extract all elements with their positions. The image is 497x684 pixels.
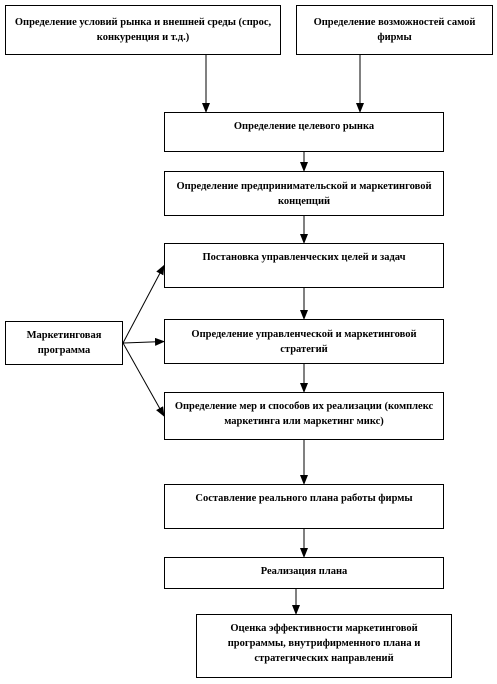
node-goals-tasks: Постановка управленческих целей и задач [164,243,444,288]
node-firm-capabilities-label: Определение возможностей самой фирмы [313,17,476,43]
node-implementation: Реализация плана [164,557,444,589]
node-evaluation-label: Оценка эффективности маркетинговой прогр… [227,623,421,664]
node-work-plan: Составление реального плана работы фирмы [164,484,444,529]
node-evaluation: Оценка эффективности маркетинговой прогр… [196,614,452,678]
node-strategies: Определение управленческой и маркетингов… [164,319,444,364]
node-target-market-label: Определение целевого рынка [233,121,375,132]
node-marketing-program-label: Маркетинговая программа [26,330,102,356]
node-business-concept: Определение предпринимательской и маркет… [164,171,444,216]
node-measures: Определение мер и способов их реализации… [164,392,444,440]
node-strategies-label: Определение управленческой и маркетингов… [191,328,417,355]
edge-marketing-program-to-strategies [122,337,165,346]
node-firm-capabilities: Определение возможностей самой фирмы [296,5,493,55]
node-goals-tasks-label: Постановка управленческих целей и задач [202,252,406,263]
node-market-conditions-label: Определение условий рынка и внешней сред… [14,17,272,43]
node-implementation-label: Реализация плана [260,566,348,577]
node-market-conditions: Определение условий рынка и внешней сред… [5,5,281,55]
node-work-plan-label: Составление реального плана работы фирмы [195,493,413,504]
edge-marketing-program-to-measures [122,342,165,417]
node-business-concept-label: Определение предпринимательской и маркет… [176,180,432,207]
node-target-market: Определение целевого рынка [164,112,444,152]
edge-marketing-program-to-goals-tasks [122,264,165,344]
node-marketing-program: Маркетинговая программа [5,321,123,365]
node-measures-label: Определение мер и способов их реализации… [174,401,434,427]
